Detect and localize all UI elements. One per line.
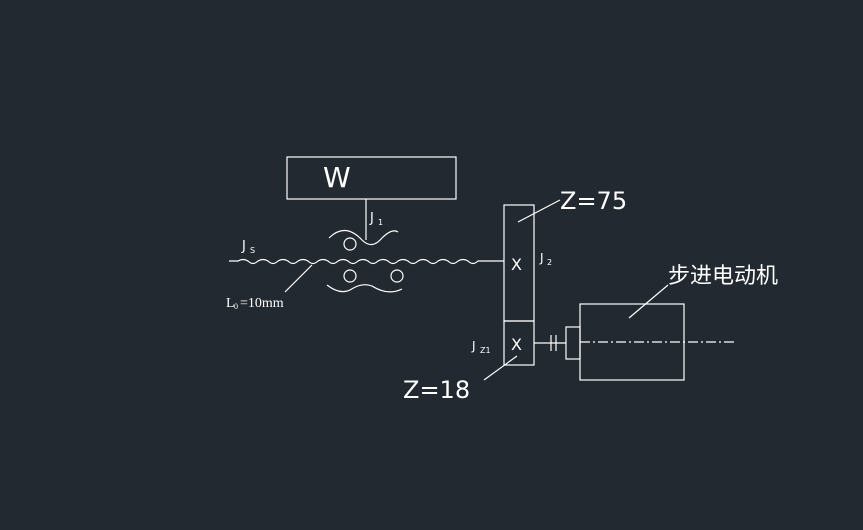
lead-subscript: 0 (234, 302, 238, 311)
gear-big-leader (517, 199, 561, 223)
jz1-subscript: Z1 (480, 346, 491, 355)
gear-small-mark: X (511, 335, 522, 354)
motor-label: 步进电动机 (668, 264, 778, 289)
upper-ball (343, 237, 357, 251)
lead-leader (284, 264, 313, 293)
jz1-label: J (471, 339, 476, 353)
lower-ball-left (343, 269, 357, 283)
load-block (286, 156, 457, 200)
j2-label: J (539, 251, 544, 265)
lower-ball-right (390, 269, 404, 283)
j1-label: J (369, 211, 374, 226)
gear-small-label: Z=18 (403, 376, 470, 404)
gear-small-leader (483, 355, 518, 381)
upper-nut (328, 229, 399, 246)
lead-label: L (226, 296, 235, 311)
lead-screw (229, 258, 504, 265)
motor-flange (565, 326, 581, 360)
lead-value: =10mm (240, 296, 284, 311)
load-label: W (323, 161, 351, 194)
motor-leader (628, 284, 669, 319)
js-label: J (241, 239, 246, 254)
gear-big-mark: X (511, 255, 522, 274)
gear-big-label: Z=75 (560, 187, 627, 215)
js-subscript: S (250, 246, 255, 255)
lower-nut (326, 284, 403, 293)
j2-subscript: 2 (547, 258, 552, 267)
j1-subscript: 1 (378, 218, 383, 227)
